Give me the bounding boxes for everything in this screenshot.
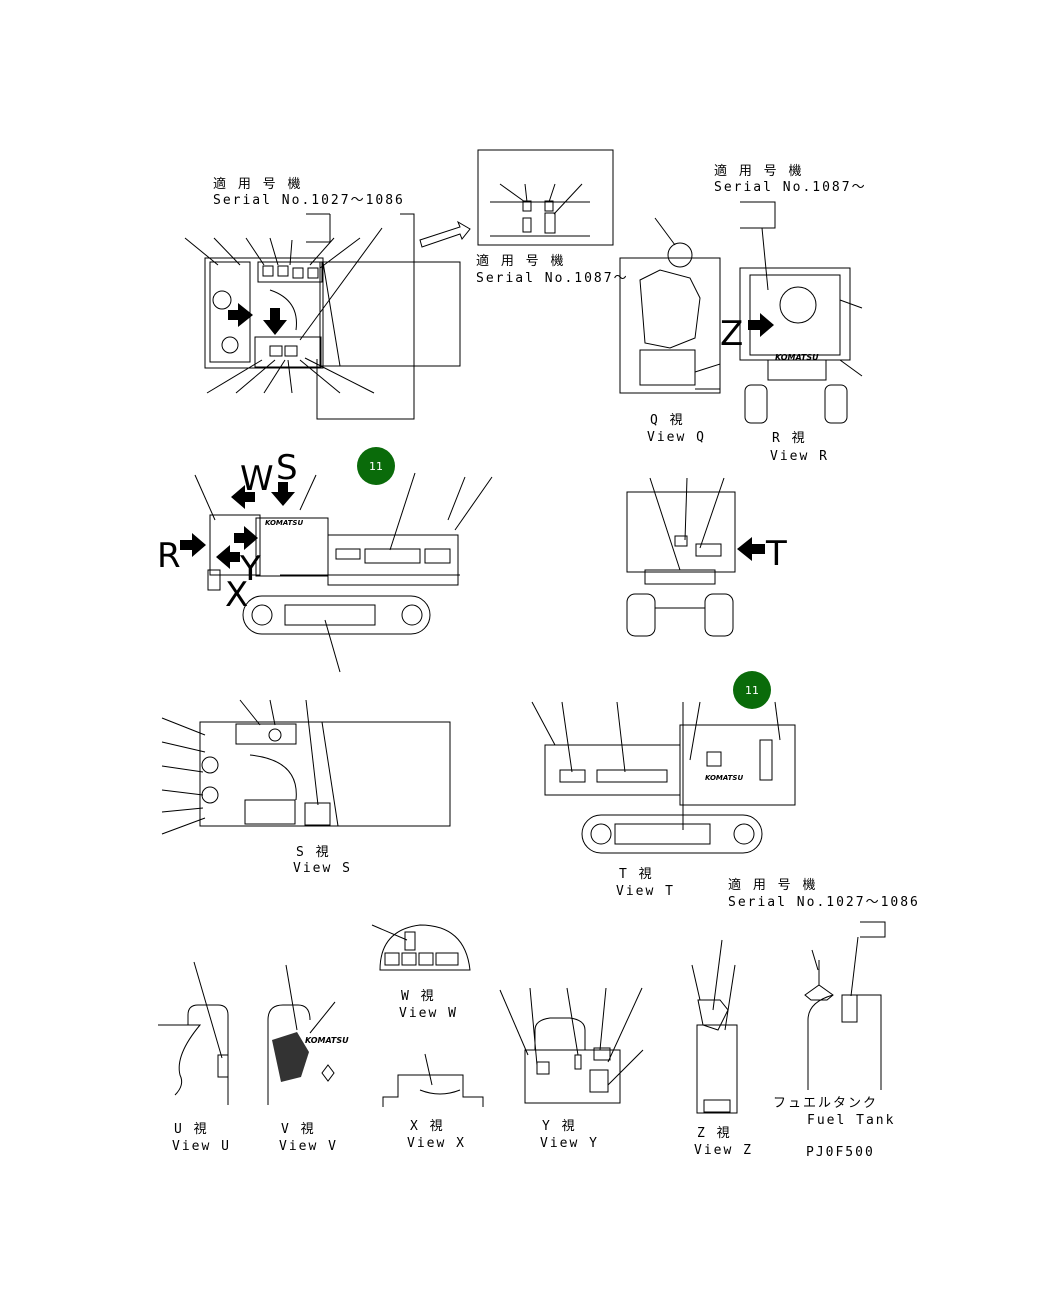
view-letter-t: T [765,534,787,574]
inset-serial-en: Serial No.1087〜 [476,271,629,286]
view-u-en: View U [172,1139,231,1154]
part-badge-11 [357,447,395,485]
serial-label-jp: 適 用 号 機 [213,176,302,192]
view-s-en: View S [293,861,352,876]
view-y-jp: Y 視 [542,1119,577,1134]
view-q-jp: Q 視 [650,413,685,428]
view-x-en: View X [407,1136,466,1151]
fuel-tank-jp: フュエルタンク [773,1096,878,1111]
part-badge-11-b [733,671,771,709]
view-z-en: View Z [694,1143,753,1158]
fuel-tank-view: フュエルタンク Fuel Tank [773,921,895,1128]
serial-inset: 適 用 号 機 Serial No.1087〜 [476,149,629,286]
brand-mark-v: KOMATSU [305,1036,349,1045]
drawing-code: PJ0F500 [806,1145,875,1160]
view-letter-r: R [157,536,181,576]
view-x: X 視 View X [382,1053,484,1151]
view-y-en: View Y [540,1136,599,1151]
view-x-jp: X 視 [410,1119,445,1134]
bottom-serial-en: Serial No.1027〜1086 [728,895,920,910]
brand-mark-side: KOMATSU [265,519,303,527]
fuel-tank-en: Fuel Tank [807,1113,895,1128]
view-v: KOMATSU V 視 View V [267,964,349,1154]
view-r-jp: R 視 [772,431,807,446]
inset-serial-jp: 適 用 号 機 [476,253,565,269]
view-s: S 視 View S [161,699,451,876]
view-t-jp: T 視 [619,867,654,882]
right-serial-jp: 適 用 号 機 [714,163,803,179]
view-r-en: View R [770,449,829,464]
brand-mark-r: KOMATSU [775,353,819,362]
view-v-jp: V 視 [281,1122,316,1137]
view-z-jp: Z 視 [697,1126,732,1141]
view-t-en: View T [616,884,675,899]
view-w: W 視 View W [371,924,471,1021]
view-v-en: View V [279,1139,338,1154]
top-plan-view: 適 用 号 機 Serial No.1027〜1086 [184,176,471,420]
view-q: Q 視 View Q [619,217,721,445]
view-w-en: View W [399,1006,458,1021]
view-t: 11 KOMATSU T 視 View T [531,671,796,899]
part-badge-11-b-label: 11 [745,684,759,697]
view-q-en: View Q [647,430,706,445]
bottom-serial-jp: 適 用 号 機 [728,877,817,893]
view-letter-s: S [276,448,298,488]
part-badge-11-label: 11 [369,460,383,473]
view-u: U 視 View U [158,961,231,1154]
view-z: Z 視 View Z [691,939,753,1158]
view-u-jp: U 視 [174,1122,209,1137]
brand-mark-t: KOMATSU [705,774,743,782]
side-view: S W R Y X 11 KOMATSU [157,447,493,673]
serial-label-en: Serial No.1027〜1086 [213,193,405,208]
rear-view: T [626,477,787,637]
view-letter-x: X [225,575,248,615]
view-r: 適 用 号 機 Serial No.1087〜 KOMATSU Z R 視 Vi… [714,163,867,464]
right-serial-en: Serial No.1087〜 [714,180,867,195]
view-w-jp: W 視 [401,989,436,1004]
view-letter-z: Z [720,314,743,354]
view-s-jp: S 視 [296,845,331,860]
view-y: Y 視 View Y [499,987,644,1151]
